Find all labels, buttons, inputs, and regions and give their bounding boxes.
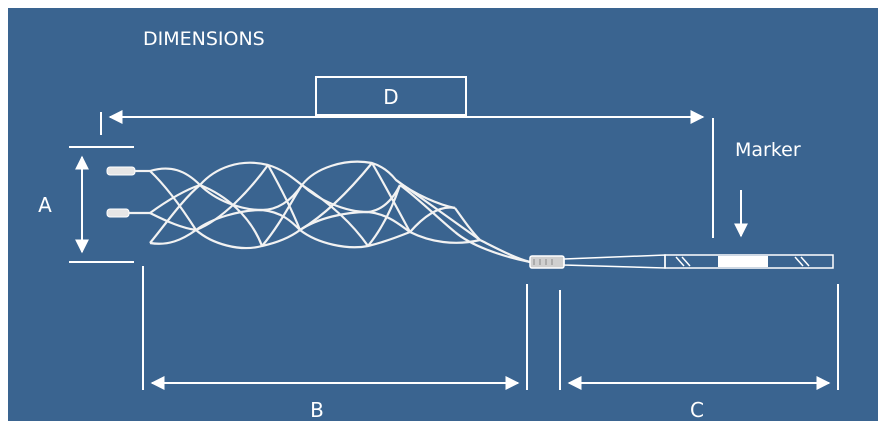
label-a: A [38,193,52,217]
pusher-wire [529,254,834,269]
label-marker: Marker [735,139,801,161]
diagram-title: DIMENSIONS [143,28,265,50]
label-d: D [383,85,398,109]
connector [529,255,565,269]
label-c: C [690,398,704,422]
device-tips [106,166,150,218]
label-b: B [310,398,324,422]
braided-mesh [149,160,531,264]
marker-band [718,256,768,267]
